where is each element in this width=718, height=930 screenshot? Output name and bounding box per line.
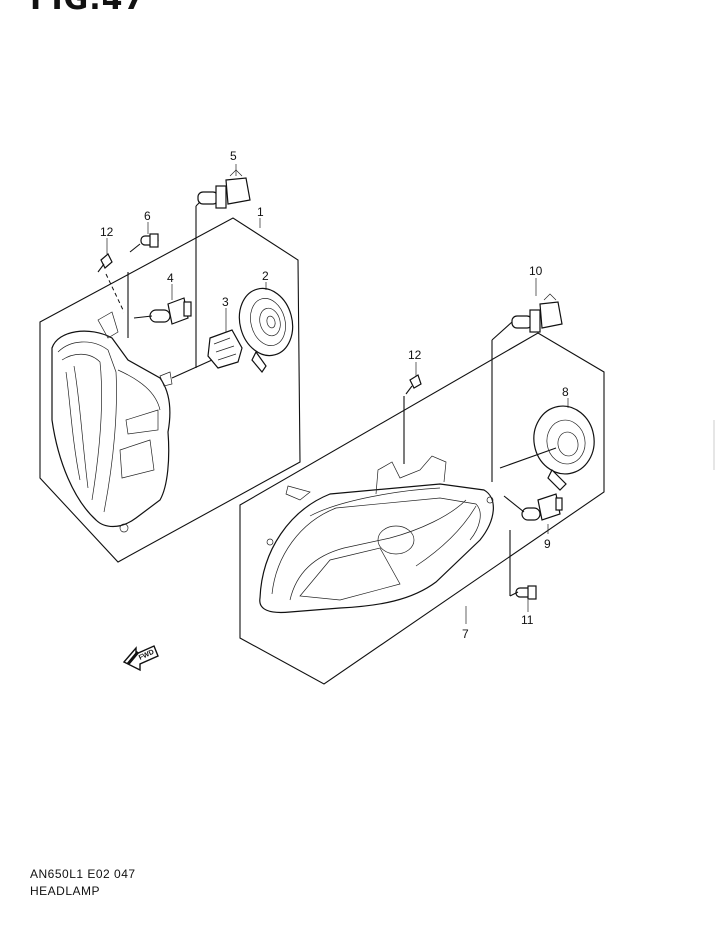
left-assembly-frame <box>39 217 301 563</box>
screw-12-left <box>97 253 113 273</box>
diagram-code: AN650L1 E02 047 <box>30 867 136 881</box>
left-headlamp-assembly: 5 6 12 1 4 3 2 <box>39 149 301 563</box>
dust-cover-2 <box>238 287 294 374</box>
right-headlamp-housing <box>259 455 494 614</box>
callout-7: 7 <box>462 627 469 641</box>
bulb-socket-9 <box>521 493 563 521</box>
callout-2: 2 <box>262 269 269 283</box>
bulb-socket-3 <box>207 329 243 369</box>
callout-5: 5 <box>230 149 237 163</box>
callout-6: 6 <box>144 209 151 223</box>
bulb-socket-4 <box>149 297 192 325</box>
left-headlamp-housing <box>51 311 173 533</box>
headlight-bulb-10 <box>511 293 563 333</box>
headlight-bulb-5 <box>197 169 251 209</box>
callout-9: 9 <box>544 537 551 551</box>
callout-4: 4 <box>167 271 174 285</box>
callout-12-left: 12 <box>100 225 114 239</box>
callout-11: 11 <box>521 613 534 627</box>
wedge-bulb-6 <box>140 233 159 248</box>
right-assembly-frame <box>239 332 605 685</box>
callout-12-right: 12 <box>408 348 422 362</box>
callout-8: 8 <box>562 385 569 399</box>
figure-title: FIG.47 <box>30 0 145 17</box>
right-headlamp-assembly: 10 12 8 9 7 11 <box>239 264 605 685</box>
wedge-bulb-11 <box>515 585 537 600</box>
callout-1: 1 <box>257 205 264 219</box>
screw-12-right <box>405 374 422 395</box>
callout-3: 3 <box>222 295 229 309</box>
diagram-name: HEADLAMP <box>30 884 101 898</box>
forward-direction-arrow: FWD <box>122 645 159 672</box>
callout-10: 10 <box>529 264 543 278</box>
dust-cover-8 <box>533 405 595 491</box>
